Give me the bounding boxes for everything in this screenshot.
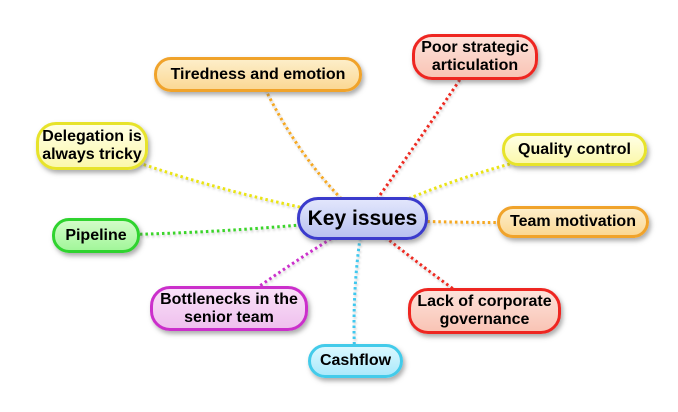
node-team-motivation[interactable]: Team motivation [497,206,649,238]
node-label: Key issues [307,206,418,230]
node-lack-of-corporate-governance[interactable]: Lack of corporate governance [408,288,561,334]
node-tiredness-and-emotion[interactable]: Tiredness and emotion [154,57,362,92]
node-bottlenecks-in-the-senior-team[interactable]: Bottlenecks in the senior team [150,286,308,331]
node-label: Delegation is always tricky [42,128,142,163]
node-label: Tiredness and emotion [170,65,346,83]
node-poor-strategic-articulation[interactable]: Poor strategic articulation [412,34,538,80]
node-label: Poor strategic articulation [421,39,529,74]
node-label: Team motivation [510,213,636,231]
node-key-issues[interactable]: Key issues [297,197,428,240]
node-quality-control[interactable]: Quality control [502,133,647,166]
node-label: Quality control [518,140,631,158]
node-label: Bottlenecks in the senior team [160,290,298,326]
node-delegation-is-always-tricky[interactable]: Delegation is always tricky [36,122,148,170]
node-label: Pipeline [65,226,127,244]
connector-cashflow [352,218,365,362]
node-label: Lack of corporate governance [417,293,552,328]
node-label: Cashflow [319,352,392,370]
connector-poor-strategic-articulation [361,56,477,220]
node-cashflow[interactable]: Cashflow [308,344,403,378]
connector-quality-control [362,147,575,221]
node-pipeline[interactable]: Pipeline [52,218,140,253]
